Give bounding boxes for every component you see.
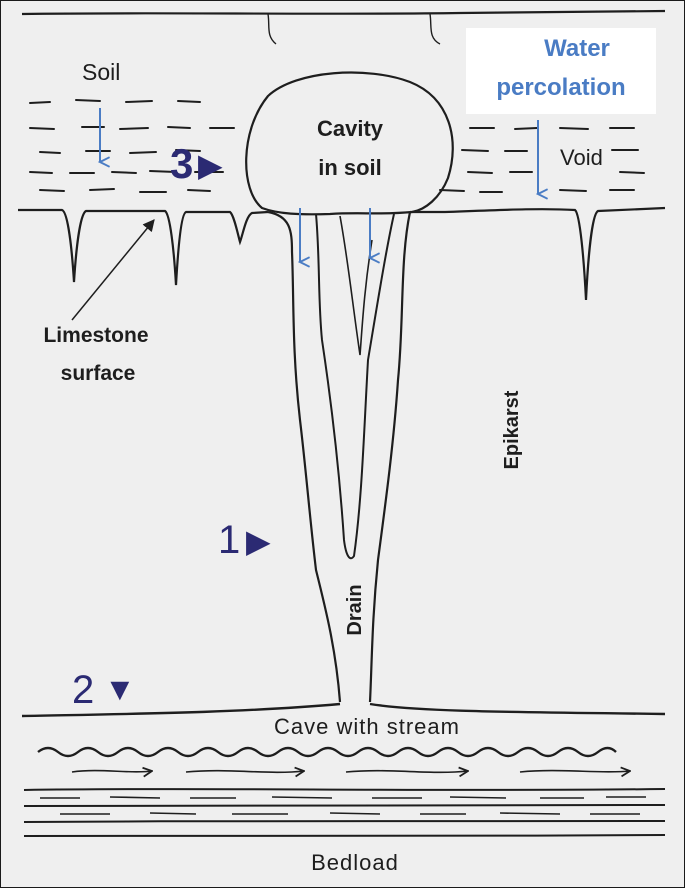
drain-left-wall (267, 210, 342, 703)
soil-label: Soil (82, 59, 120, 85)
cavity-label-line1: Cavity (317, 116, 384, 141)
drain-inner-branch (339, 215, 373, 356)
limestone-label-line1: Limestone (43, 324, 148, 347)
soil-cavity (245, 71, 454, 216)
top-ground-line (21, 9, 666, 16)
bedload-dashes (40, 796, 646, 815)
stream-surface-wave (37, 746, 617, 758)
marker-1-triangle-icon: ▶ (246, 523, 271, 559)
drain-label: Drain (344, 584, 366, 635)
bedload-layers (23, 788, 666, 837)
marker-3: 3 ▶ (170, 140, 223, 187)
cave-ceiling-line (21, 702, 666, 718)
root-squiggle-left (267, 13, 277, 45)
void-label: Void (560, 145, 603, 170)
limestone-label-line2: surface (61, 362, 136, 385)
marker-3-triangle-icon: ▶ (198, 147, 223, 183)
marker-1-number: 1 (218, 518, 240, 562)
root-squiggle-right (429, 13, 441, 45)
marker-2: 2 ▼ (72, 668, 136, 712)
drain-inner-pillar (315, 213, 395, 560)
marker-2-triangle-icon: ▼ (104, 671, 136, 707)
water-percolation-label-line1: Water (544, 35, 610, 62)
stream-flow-arrows (71, 771, 630, 773)
epikarst-label: Epikarst (501, 390, 523, 469)
drain-right-wall (368, 211, 412, 703)
water-percolation-box (466, 28, 656, 114)
water-percolation-label-line2: percolation (496, 74, 625, 101)
cave-label: Cave with stream (274, 714, 460, 739)
marker-2-number: 2 (72, 668, 94, 712)
marker-1: 1 ▶ (218, 518, 271, 562)
percolation-arrows (97, 108, 549, 268)
marker-3-number: 3 (170, 140, 193, 187)
soil-dashes (29, 99, 645, 193)
cavity-label-line2: in soil (318, 155, 382, 180)
bedload-label: Bedload (311, 850, 399, 875)
limestone-surface-line (18, 206, 666, 301)
limestone-pointer-arrow (71, 219, 155, 321)
